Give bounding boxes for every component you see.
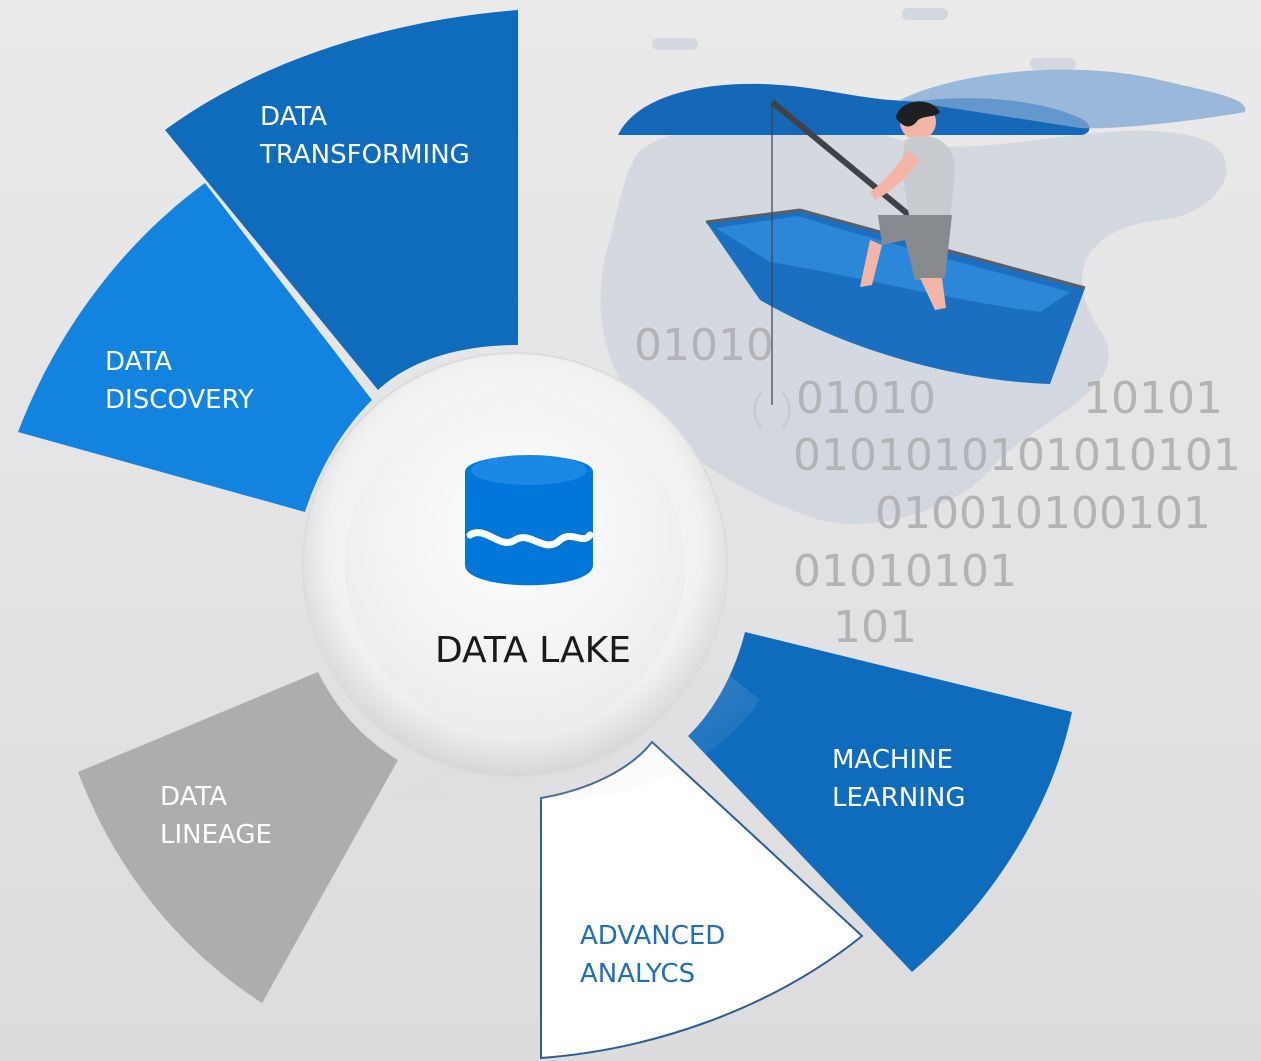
segment-shape: [688, 632, 1072, 972]
boat-inner: [716, 216, 1070, 312]
water-ripple: [781, 391, 791, 429]
binary-line: 10101: [1083, 373, 1223, 424]
person-arm: [870, 150, 920, 200]
segment-label-line: DISCOVERY: [105, 385, 254, 415]
segment-label-line: ANALYCS: [580, 959, 695, 989]
boat-rim: [705, 208, 1086, 290]
binary-line: 01010: [634, 320, 774, 371]
person-shirt: [902, 136, 955, 220]
binary-line: 010010100101: [875, 488, 1211, 539]
person-shorts: [878, 215, 952, 280]
segment-data-transforming[interactable]: DATA TRANSFORMING: [165, 10, 518, 390]
segment-shape: [165, 10, 518, 390]
cloud-decoration: [652, 38, 698, 50]
far-shore: [900, 69, 1246, 129]
segment-data-lineage[interactable]: DATA LINEAGE: [78, 672, 398, 1003]
person-leg: [920, 278, 946, 310]
fishing-rod: [770, 99, 917, 223]
fishing-illustration: [618, 69, 1246, 429]
cloud-decoration: [1030, 58, 1076, 70]
database-lake-icon: [465, 455, 594, 586]
segment-label-line: LINEAGE: [160, 820, 272, 850]
segment-label-line: DATA: [105, 347, 172, 377]
binary-line: 101: [833, 602, 917, 653]
segment-advanced-analytics[interactable]: ADVANCED ANALYCS: [540, 740, 864, 1060]
segment-label-line: MACHINE: [832, 745, 953, 775]
segment-shape: [18, 183, 372, 512]
binary-stream: 01010 01010 10101 0101010101010101 01001…: [634, 320, 1241, 653]
segment-machine-learning[interactable]: MACHINE LEARNING: [688, 632, 1072, 972]
segment-label-line: DATA: [160, 782, 227, 812]
water-ripple: [753, 391, 763, 429]
segment-label-line: TRANSFORMING: [259, 140, 470, 170]
person-hair: [896, 101, 940, 127]
segment-label-line: ADVANCED: [580, 921, 725, 951]
data-lake-hub[interactable]: DATA LAKE: [302, 352, 760, 800]
shore-hill: [618, 83, 1090, 135]
segment-label-line: DATA: [260, 102, 327, 132]
binary-line: 0101010101010101: [793, 430, 1241, 481]
segment-label-line: LEARNING: [832, 783, 965, 813]
cloud-decoration: [902, 8, 948, 20]
person-leg: [860, 240, 882, 287]
binary-line: 01010: [796, 373, 936, 424]
segment-data-discovery[interactable]: DATA DISCOVERY: [18, 183, 372, 512]
binary-line: 01010101: [793, 546, 1017, 597]
segment-shape: [78, 672, 398, 1003]
hub-label: DATA LAKE: [435, 630, 631, 671]
